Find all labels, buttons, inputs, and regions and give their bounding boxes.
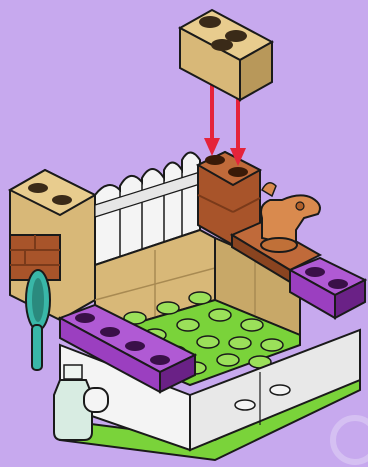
left-tan-pillar — [10, 170, 95, 320]
